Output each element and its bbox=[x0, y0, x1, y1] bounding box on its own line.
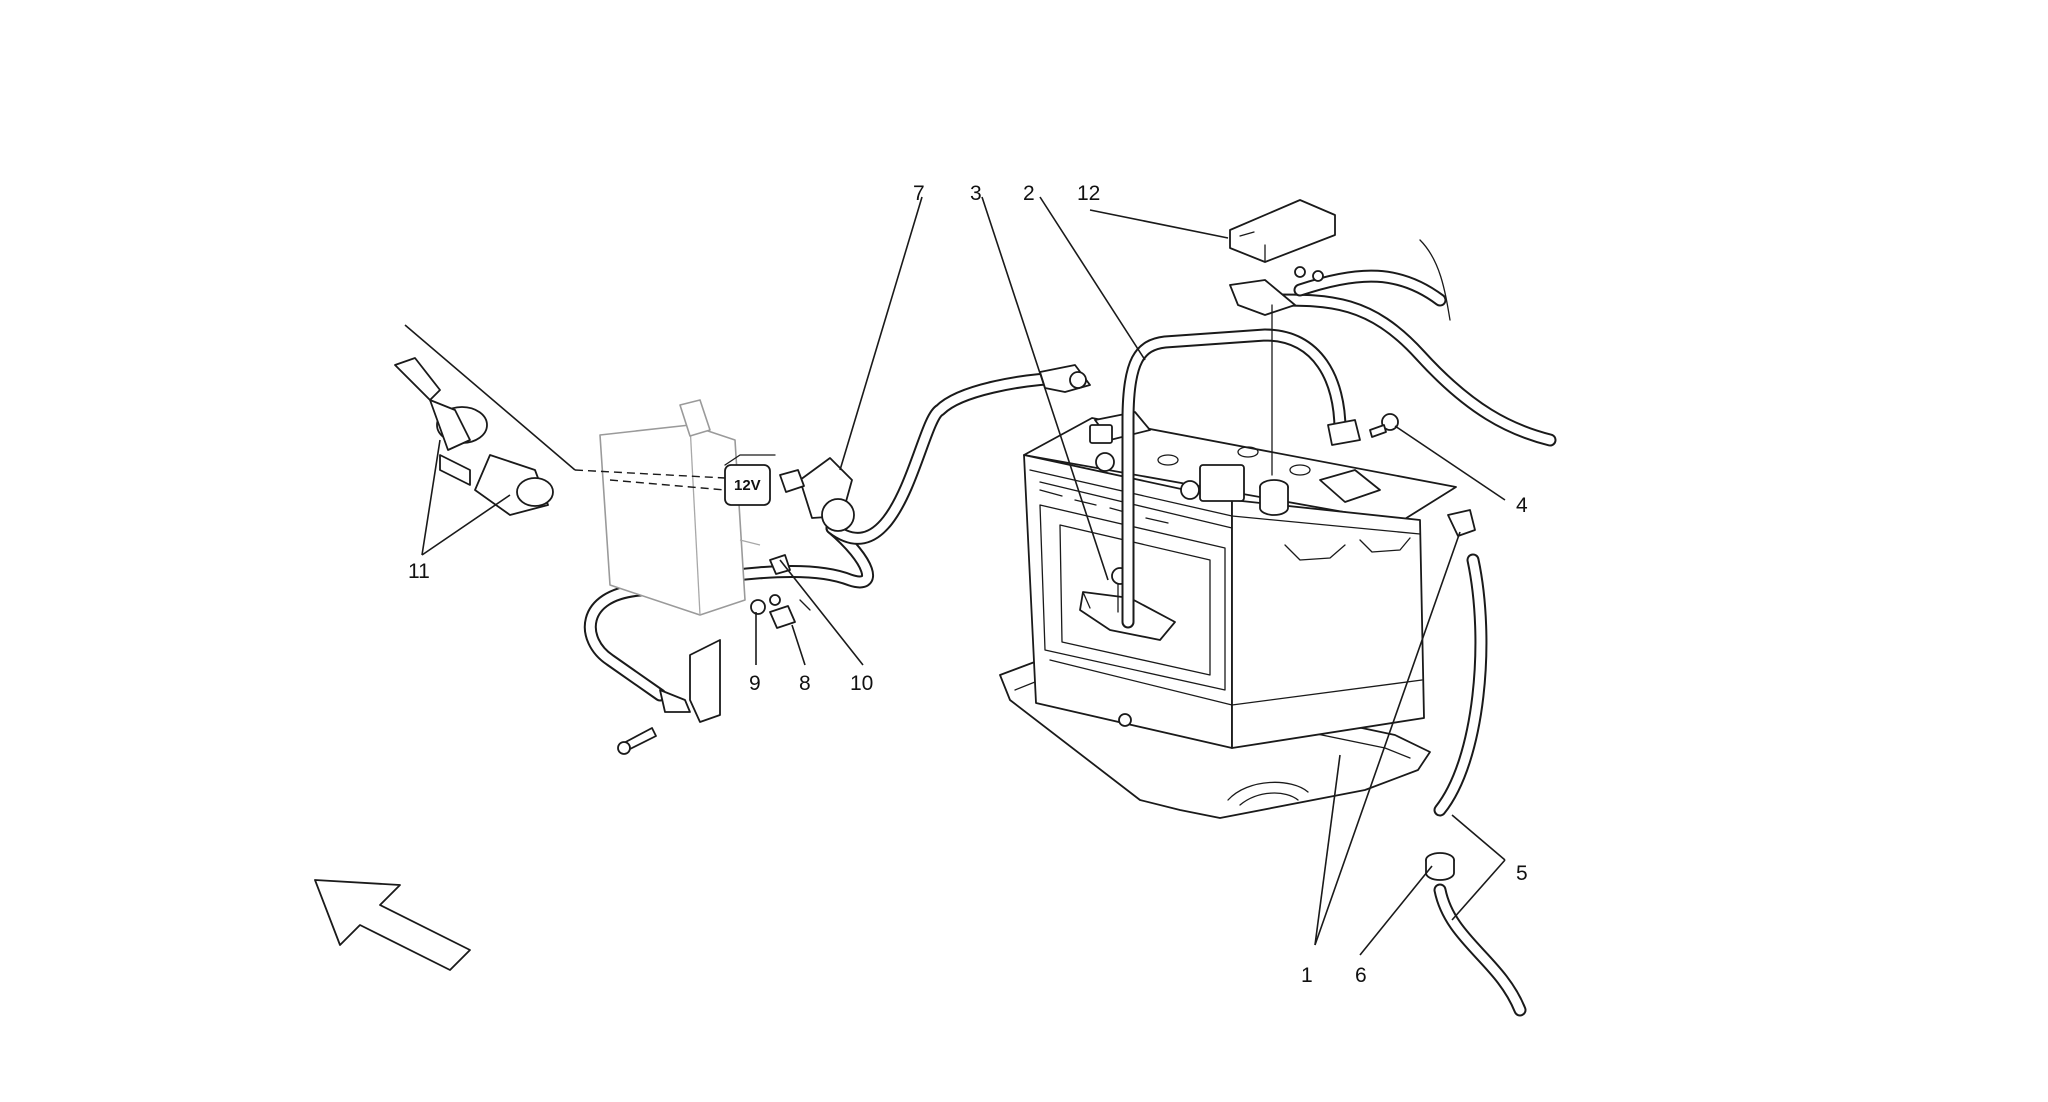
strap-bolt bbox=[1369, 413, 1399, 438]
callout-7: 7 bbox=[913, 182, 925, 205]
cigar-lighter bbox=[394, 357, 554, 516]
callout-labels: 1 2 3 4 5 6 7 8 9 10 11 12 bbox=[408, 182, 1528, 987]
leader-lines bbox=[404, 196, 1506, 956]
callout-11: 11 bbox=[408, 560, 430, 583]
jump-terminal bbox=[779, 457, 855, 532]
callout-5: 5 bbox=[1516, 862, 1528, 885]
callout-2: 2 bbox=[1023, 182, 1035, 205]
grommet bbox=[1425, 852, 1455, 881]
battery bbox=[1023, 411, 1457, 749]
callout-3: 3 bbox=[970, 182, 982, 205]
terminal-cover bbox=[1229, 199, 1336, 263]
callout-10: 10 bbox=[850, 672, 873, 695]
callout-6: 6 bbox=[1355, 964, 1367, 987]
fasteners bbox=[750, 554, 811, 629]
direction-arrow bbox=[314, 879, 471, 971]
callout-12: 12 bbox=[1077, 182, 1100, 205]
callout-9: 9 bbox=[749, 672, 761, 695]
callout-4: 4 bbox=[1516, 494, 1528, 517]
callout-8: 8 bbox=[799, 672, 811, 695]
socket-housing: 12V bbox=[599, 399, 776, 616]
socket-voltage-tag: 12V bbox=[734, 477, 761, 494]
positive-harness bbox=[1229, 239, 1557, 476]
vent-hose bbox=[1433, 509, 1527, 1017]
battery-strap bbox=[1121, 328, 1361, 629]
callout-1: 1 bbox=[1301, 964, 1313, 987]
cable-bracket bbox=[617, 639, 721, 755]
